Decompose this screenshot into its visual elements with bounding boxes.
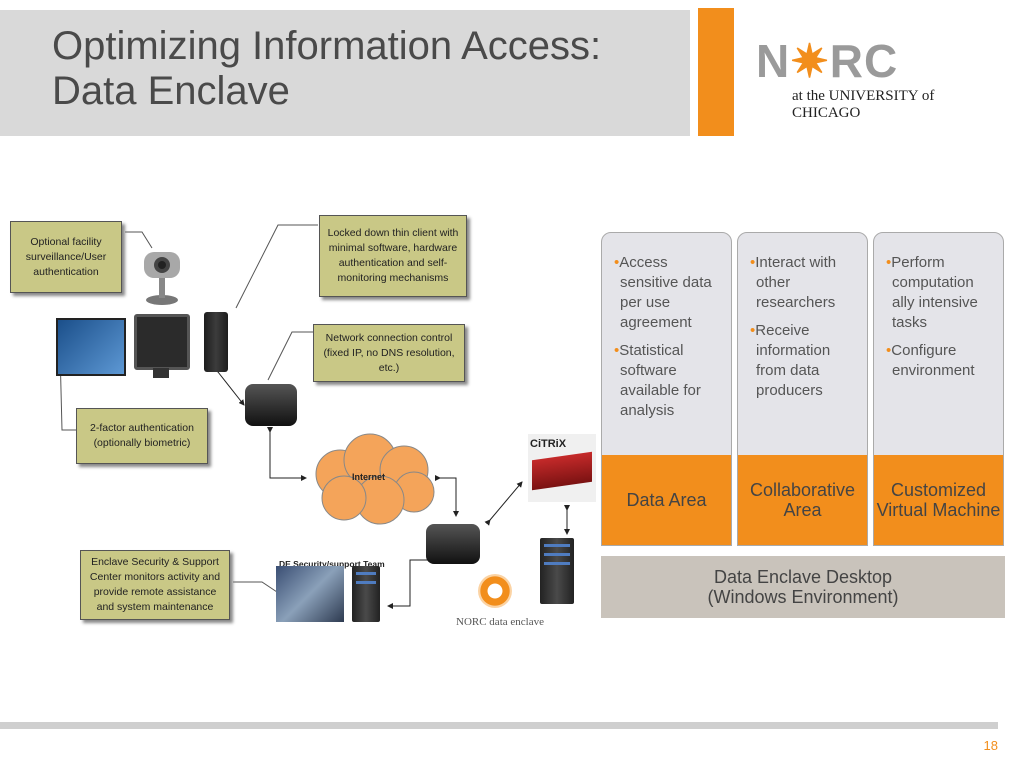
arrow-router-citrix	[484, 481, 523, 526]
enclave-logo-icon	[478, 574, 512, 608]
internet-label: Internet	[352, 472, 386, 482]
line-network	[267, 331, 318, 381]
line-thin-client	[235, 224, 318, 309]
norc-logo: N✷RC at the UNIVERSITY of CHICAGO	[756, 35, 1006, 121]
router-icon-2	[426, 524, 480, 564]
column-footer: Collaborative Area	[738, 455, 867, 545]
support-server-icon	[352, 566, 380, 622]
bullet-item: Access sensitive data per use agreement	[614, 253, 725, 333]
bullet-item: Configure environment	[886, 341, 997, 381]
line-two-factor	[59, 349, 76, 431]
logo-wordmark: N✷RC	[756, 35, 899, 87]
footer-bar	[0, 722, 998, 729]
thin-client-icon	[204, 312, 228, 372]
title-line-2: Data Enclave	[52, 69, 290, 113]
column-footer: Customized Virtual Machine	[874, 455, 1003, 545]
column-collaborative-area: Interact with other researchers Receive …	[737, 232, 868, 546]
callout-two-factor: 2-factor authentication (optionally biom…	[76, 408, 208, 464]
callout-thin-client: Locked down thin client with minimal sof…	[319, 215, 467, 297]
page-number: 18	[983, 738, 998, 753]
line-facility-camera	[125, 231, 153, 249]
citrix-label: CiTRiX	[530, 438, 567, 450]
bullet-item: Statistical software available for analy…	[614, 341, 725, 421]
column-bullets: Access sensitive data per use agreement …	[602, 233, 731, 421]
fingerprint-scanner-icon	[56, 318, 126, 376]
data-enclave-desktop: Data Enclave Desktop (Windows Environmen…	[601, 556, 1005, 618]
callout-support-center: Enclave Security & Support Center monito…	[80, 550, 230, 620]
bullet-item: Perform computation ally intensive tasks	[886, 253, 997, 333]
column-bullets: Interact with other researchers Receive …	[738, 233, 867, 401]
internet-cloud-icon	[315, 433, 435, 525]
diagram-connectors	[59, 224, 570, 609]
column-data-area: Access sensitive data per use agreement …	[601, 232, 732, 546]
monitor-icon	[134, 314, 190, 370]
line-support	[233, 581, 281, 595]
arrow-router-team	[387, 557, 435, 609]
bullet-item: Interact with other researchers	[750, 253, 861, 313]
team-label: DE Security/support Team	[279, 559, 385, 569]
column-footer: Data Area	[602, 455, 731, 545]
router-icon	[245, 384, 297, 426]
citrix-appliance-icon	[532, 451, 592, 491]
monitor-stand-icon	[153, 368, 169, 378]
column-virtual-machine: Perform computation ally intensive tasks…	[873, 232, 1004, 546]
arrow-router-internet	[267, 427, 307, 481]
desktop-line-2: (Windows Environment)	[707, 587, 899, 607]
enclave-logo-text: NORC data enclave	[456, 616, 544, 628]
title-band	[0, 10, 690, 136]
logo-subtitle: at the UNIVERSITY of CHICAGO	[792, 88, 935, 121]
bullet-item: Receive information from data producers	[750, 321, 861, 401]
callout-facility-surveillance: Optional facility surveillance/User auth…	[10, 221, 122, 293]
logo-star-icon: ✷	[790, 35, 830, 87]
column-bullets: Perform computation ally intensive tasks…	[874, 233, 1003, 381]
accent-bar	[698, 8, 734, 136]
title-line-1: Optimizing Information Access:	[52, 24, 602, 68]
arrow-client-router	[212, 366, 245, 406]
webcam-icon	[140, 246, 184, 306]
citrix-server: CiTRiX	[528, 434, 596, 502]
enclave-server-icon	[540, 538, 574, 604]
callout-network-control: Network connection control (fixed IP, no…	[313, 324, 465, 382]
page-title: Optimizing Information Access: Data Encl…	[52, 24, 692, 114]
support-team-photo	[276, 566, 344, 622]
arrow-internet-router	[435, 475, 459, 517]
desktop-line-1: Data Enclave Desktop	[713, 567, 893, 587]
